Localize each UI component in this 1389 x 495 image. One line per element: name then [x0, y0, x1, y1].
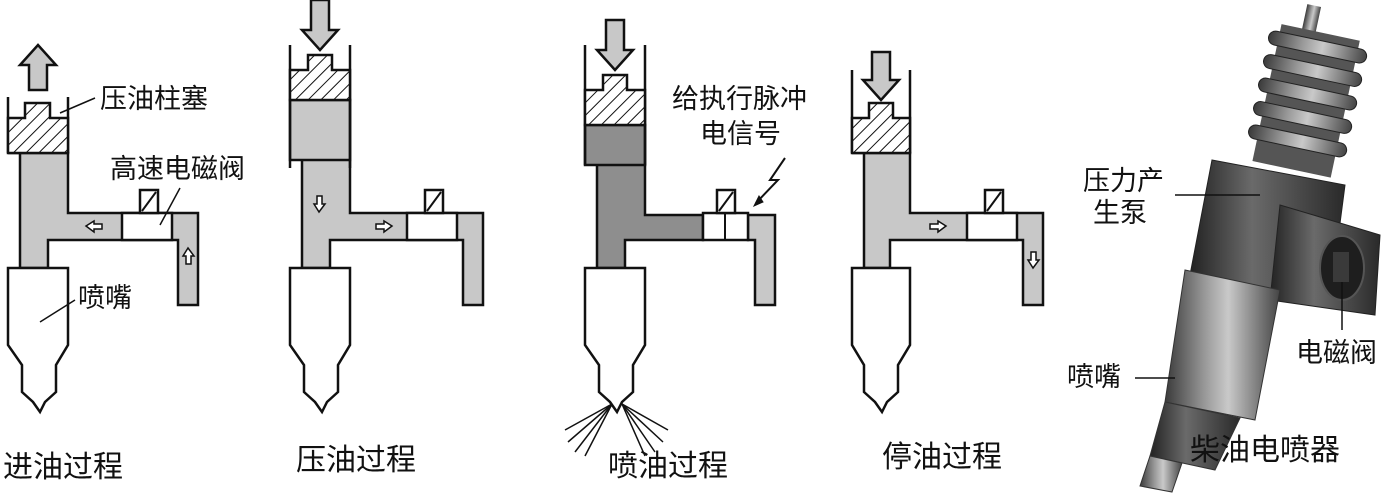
fuel-spray [564, 403, 669, 457]
nozzle-body [583, 266, 647, 415]
plunger-label: 压油柱塞 [100, 84, 208, 115]
up-arrow-icon [17, 43, 59, 92]
nozzle-tip [1139, 455, 1183, 493]
solenoid-valve [405, 211, 459, 242]
stage-pressurize [288, 0, 485, 415]
stage-stop [850, 50, 1045, 415]
photo-caption: 柴油电喷器 [1190, 433, 1340, 468]
nozzle-body [850, 266, 912, 415]
flow-right-icon [375, 219, 394, 234]
nozzle-body [1149, 401, 1241, 471]
down-arrow-icon [860, 50, 902, 102]
pulse-signal-label-line1: 给执行脉冲 [672, 84, 807, 115]
nozzle-body [6, 266, 70, 415]
flow-up-icon [181, 246, 196, 265]
nozzle-label: 喷嘴 [78, 283, 132, 314]
down-arrow-icon [299, 0, 341, 52]
plunger [850, 101, 912, 155]
down-arrow-icon [594, 18, 636, 72]
stage-caption-inject: 喷油过程 [608, 449, 728, 484]
return-spring [1248, 24, 1368, 178]
nozzle-body [288, 266, 352, 415]
photo-solenoid-label: 电磁阀 [1296, 338, 1377, 369]
stage-inject [564, 18, 786, 457]
flow-left-icon [84, 219, 103, 234]
plunger [288, 53, 352, 102]
pulse-signal-label-line2: 电信号 [700, 119, 781, 150]
lightning-signal-icon [755, 157, 786, 204]
plunger [583, 73, 647, 127]
fuel-passage [852, 151, 1045, 307]
stage-caption-intake: 进油过程 [3, 450, 123, 485]
flow-down-icon [1026, 251, 1041, 270]
plunger [6, 101, 70, 155]
photo-nozzle-label: 喷嘴 [1067, 362, 1121, 393]
stage-caption-stop: 停油过程 [882, 440, 1002, 475]
injector-photo [1135, 4, 1381, 493]
pump-label-line1: 压力产 [1083, 166, 1164, 197]
stage-caption-pressurize: 压油过程 [296, 443, 416, 478]
pump-label-line2: 生泵 [1093, 198, 1147, 229]
return-line [746, 213, 777, 307]
flow-right-icon [929, 219, 948, 234]
solenoid-valve [965, 211, 1019, 242]
injector-barrel [1164, 269, 1281, 421]
stage-intake [6, 43, 200, 415]
flow-down-icon [312, 195, 327, 214]
solenoid-valve-label: 高速电磁阀 [110, 154, 245, 185]
